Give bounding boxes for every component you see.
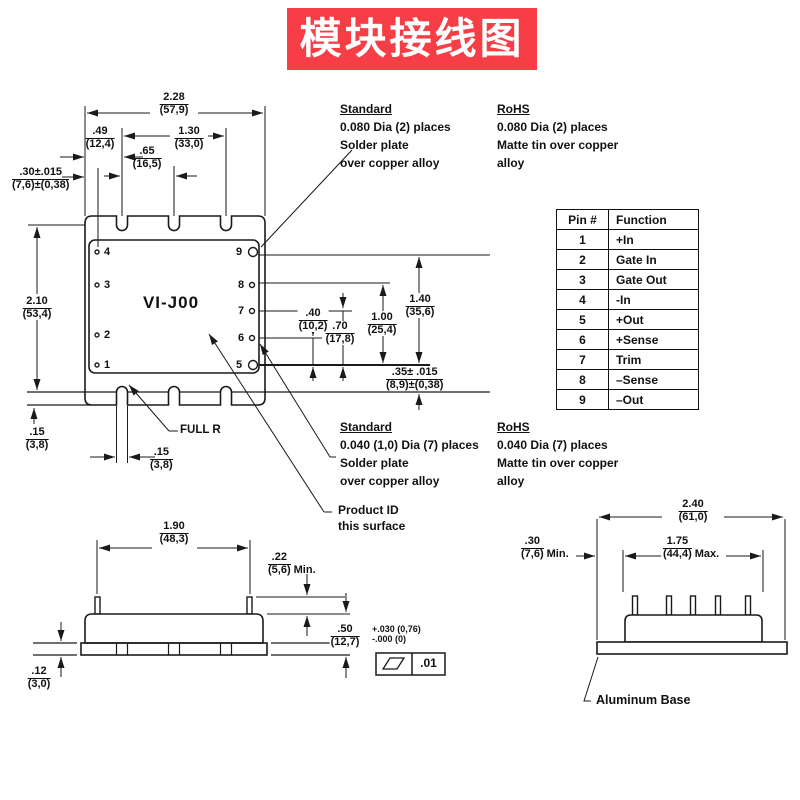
dim-body-height: .50(12,7) — [329, 623, 361, 649]
dim-slot-offset: .49(12,4) — [85, 125, 115, 150]
table-row: 6+Sense — [556, 329, 699, 350]
header-function: Function — [608, 209, 699, 230]
dim-pin6-to-pin5: .40(10,2) — [297, 307, 329, 333]
dim-height-tolerance: +.030 (0,76) -.000 (0) — [372, 624, 421, 644]
dim-slot-span: 1.30(33,0) — [173, 125, 205, 151]
table-row: 9–Out — [556, 389, 699, 410]
dim-pin5-to-edge: .35± .015(8,9)±(0,38) — [385, 366, 445, 392]
note-product-id: Product ID this surface — [338, 503, 406, 533]
pin-label-1: 1 — [104, 359, 111, 371]
dim-flange-height: 2.10(53,4) — [21, 295, 53, 321]
dim-end-pin-span: 1.75(44,4) Max. — [662, 535, 721, 561]
pin-label-5: 5 — [236, 359, 243, 371]
flatness-value: .01 — [420, 656, 437, 670]
title-banner: 模块接线图 — [287, 8, 537, 70]
dim-pin-inset: .30±.015(7,6)±(0,38) — [12, 166, 70, 191]
note-rohs-040: RoHS 0.040 Dia (7) places Matte tin over… — [497, 420, 619, 488]
table-row: 1+In — [556, 229, 699, 250]
dim-flange-width: 2.28(57,9) — [159, 91, 189, 116]
table-row: 5+Out — [556, 309, 699, 330]
end-view-linework — [576, 513, 788, 702]
pin-label-4: 4 — [104, 246, 111, 258]
top-view-linework — [27, 106, 490, 513]
pin-label-3: 3 — [104, 279, 111, 291]
dim-pin-length: .22(5,6) Min. — [268, 551, 316, 576]
note-standard-080: Standard 0.080 Dia (2) places Solder pla… — [340, 102, 451, 170]
table-row: 4-In — [556, 289, 699, 310]
pin-label-2: 2 — [104, 329, 111, 341]
module-part-number: VI-J00 — [142, 293, 200, 312]
note-standard-040: Standard 0.040 (1,0) Dia (7) places Sold… — [340, 420, 479, 488]
full-r-label: FULL R — [180, 424, 221, 436]
header-pin: Pin # — [556, 209, 609, 230]
dim-slot-width: .15(3,8) — [150, 446, 173, 471]
dim-base-thickness: .12(3,0) — [27, 665, 51, 690]
table-header-row: Pin # Function — [556, 209, 699, 230]
dim-pin7-to-pin5: .70(17,8) — [324, 320, 356, 346]
dim-flange-step: .15(3,8) — [25, 426, 49, 451]
table-row: 8–Sense — [556, 369, 699, 390]
pin-label-7: 7 — [238, 305, 245, 317]
aluminum-base-label: Aluminum Base — [596, 693, 691, 707]
page-title: 模块接线图 — [299, 15, 525, 62]
dim-slot-pitch: .65(16,5) — [132, 145, 162, 170]
dim-pin9-to-pin5: 1.40(35,6) — [404, 293, 436, 319]
pin-label-9: 9 — [236, 246, 243, 258]
side-view-linework — [33, 540, 446, 678]
dim-pin8-to-pin5: 1.00(25,4) — [366, 311, 398, 337]
pin-label-8: 8 — [238, 279, 245, 291]
pin-label-6: 6 — [238, 332, 245, 344]
dim-end-width: 2.40(61,0) — [677, 498, 709, 524]
dim-side-pin-span: 1.90(48,3) — [159, 520, 189, 545]
note-rohs-080: RoHS 0.080 Dia (2) places Matte tin over… — [497, 102, 619, 170]
dim-edge-margin: .30(7,6) Min. — [521, 535, 569, 560]
